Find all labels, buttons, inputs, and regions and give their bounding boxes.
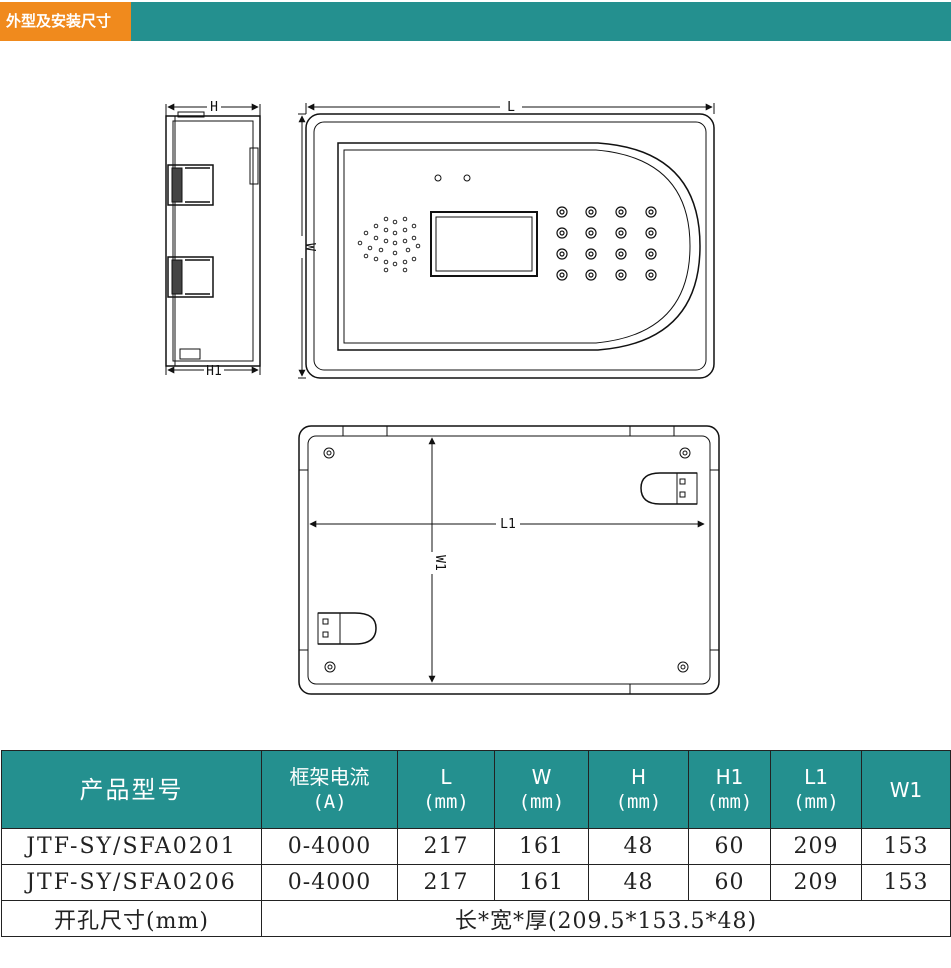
label-H1: H1: [206, 364, 222, 379]
label-W: W: [302, 243, 317, 251]
cutout-label: 开孔尺寸(mm): [1, 900, 262, 937]
front-view: [305, 113, 715, 379]
cell-L: 217: [397, 864, 495, 901]
cell-W1: 153: [861, 864, 951, 901]
section-title: 外型及安装尺寸: [0, 2, 131, 41]
cell-frame: 0-4000: [261, 828, 398, 865]
header-H1-label: H1: [715, 765, 744, 789]
dimension-drawing: H H1: [165, 100, 720, 695]
header-L1-unit: (mm): [793, 791, 839, 813]
header-L1-label: L1: [804, 765, 828, 789]
cell-W1: 153: [861, 828, 951, 865]
side-view: [165, 103, 261, 375]
header-H1-unit: (mm): [706, 791, 753, 813]
label-W1: W1: [432, 555, 447, 571]
header-L: L(mm): [397, 750, 495, 829]
cell-L1: 209: [770, 864, 862, 901]
header-H1: H1(mm): [688, 750, 771, 829]
table-row: JTF-SY/SFA0206 0-4000 217 161 48 60 209 …: [1, 864, 951, 901]
front-dimensions: [298, 103, 715, 379]
header-frame-current: 框架电流(A): [261, 750, 398, 829]
cell-H1: 60: [688, 828, 771, 865]
cell-model: JTF-SY/SFA0206: [1, 864, 262, 901]
header-L-unit: (mm): [423, 791, 469, 813]
label-H: H: [210, 100, 218, 115]
header-W-label: W: [531, 765, 552, 789]
cell-H: 48: [588, 828, 689, 865]
header-H-label: H: [630, 765, 647, 789]
header-W-unit: (mm): [518, 791, 565, 813]
cell-model: JTF-SY/SFA0201: [1, 828, 262, 865]
cell-L: 217: [397, 828, 495, 865]
header-W: W(mm): [494, 750, 589, 829]
header-L-label: L: [440, 765, 452, 789]
spec-table: 产品型号 框架电流(A) L(mm) W(mm) H(mm) H1(mm) L1…: [1, 750, 951, 937]
table-row: JTF-SY/SFA0201 0-4000 217 161 48 60 209 …: [1, 828, 951, 865]
header-frame-unit: (A): [312, 791, 347, 813]
header-H-unit: (mm): [615, 791, 662, 813]
back-view: [298, 425, 720, 695]
cell-L1: 209: [770, 828, 862, 865]
keypad: [556, 206, 657, 281]
cell-W: 161: [494, 828, 589, 865]
header-L1: L1(mm): [770, 750, 862, 829]
cell-W: 161: [494, 864, 589, 901]
header-frame-label: 框架电流: [289, 765, 370, 789]
header-model: 产品型号: [1, 750, 262, 829]
label-L: L: [507, 100, 515, 115]
section-header-bar: 外型及安装尺寸: [0, 2, 951, 41]
speaker-grille: [357, 216, 421, 273]
table-header-row: 产品型号 框架电流(A) L(mm) W(mm) H(mm) H1(mm) L1…: [1, 750, 951, 829]
label-L1: L1: [500, 517, 516, 532]
cutout-row: 开孔尺寸(mm) 长*宽*厚(209.5*153.5*48): [1, 900, 951, 937]
cell-H: 48: [588, 864, 689, 901]
header-H: H(mm): [588, 750, 689, 829]
back-dimensions: [309, 437, 705, 683]
header-W1: W1: [861, 750, 951, 829]
cell-frame: 0-4000: [261, 864, 398, 901]
cell-H1: 60: [688, 864, 771, 901]
cutout-value: 长*宽*厚(209.5*153.5*48): [261, 900, 951, 937]
